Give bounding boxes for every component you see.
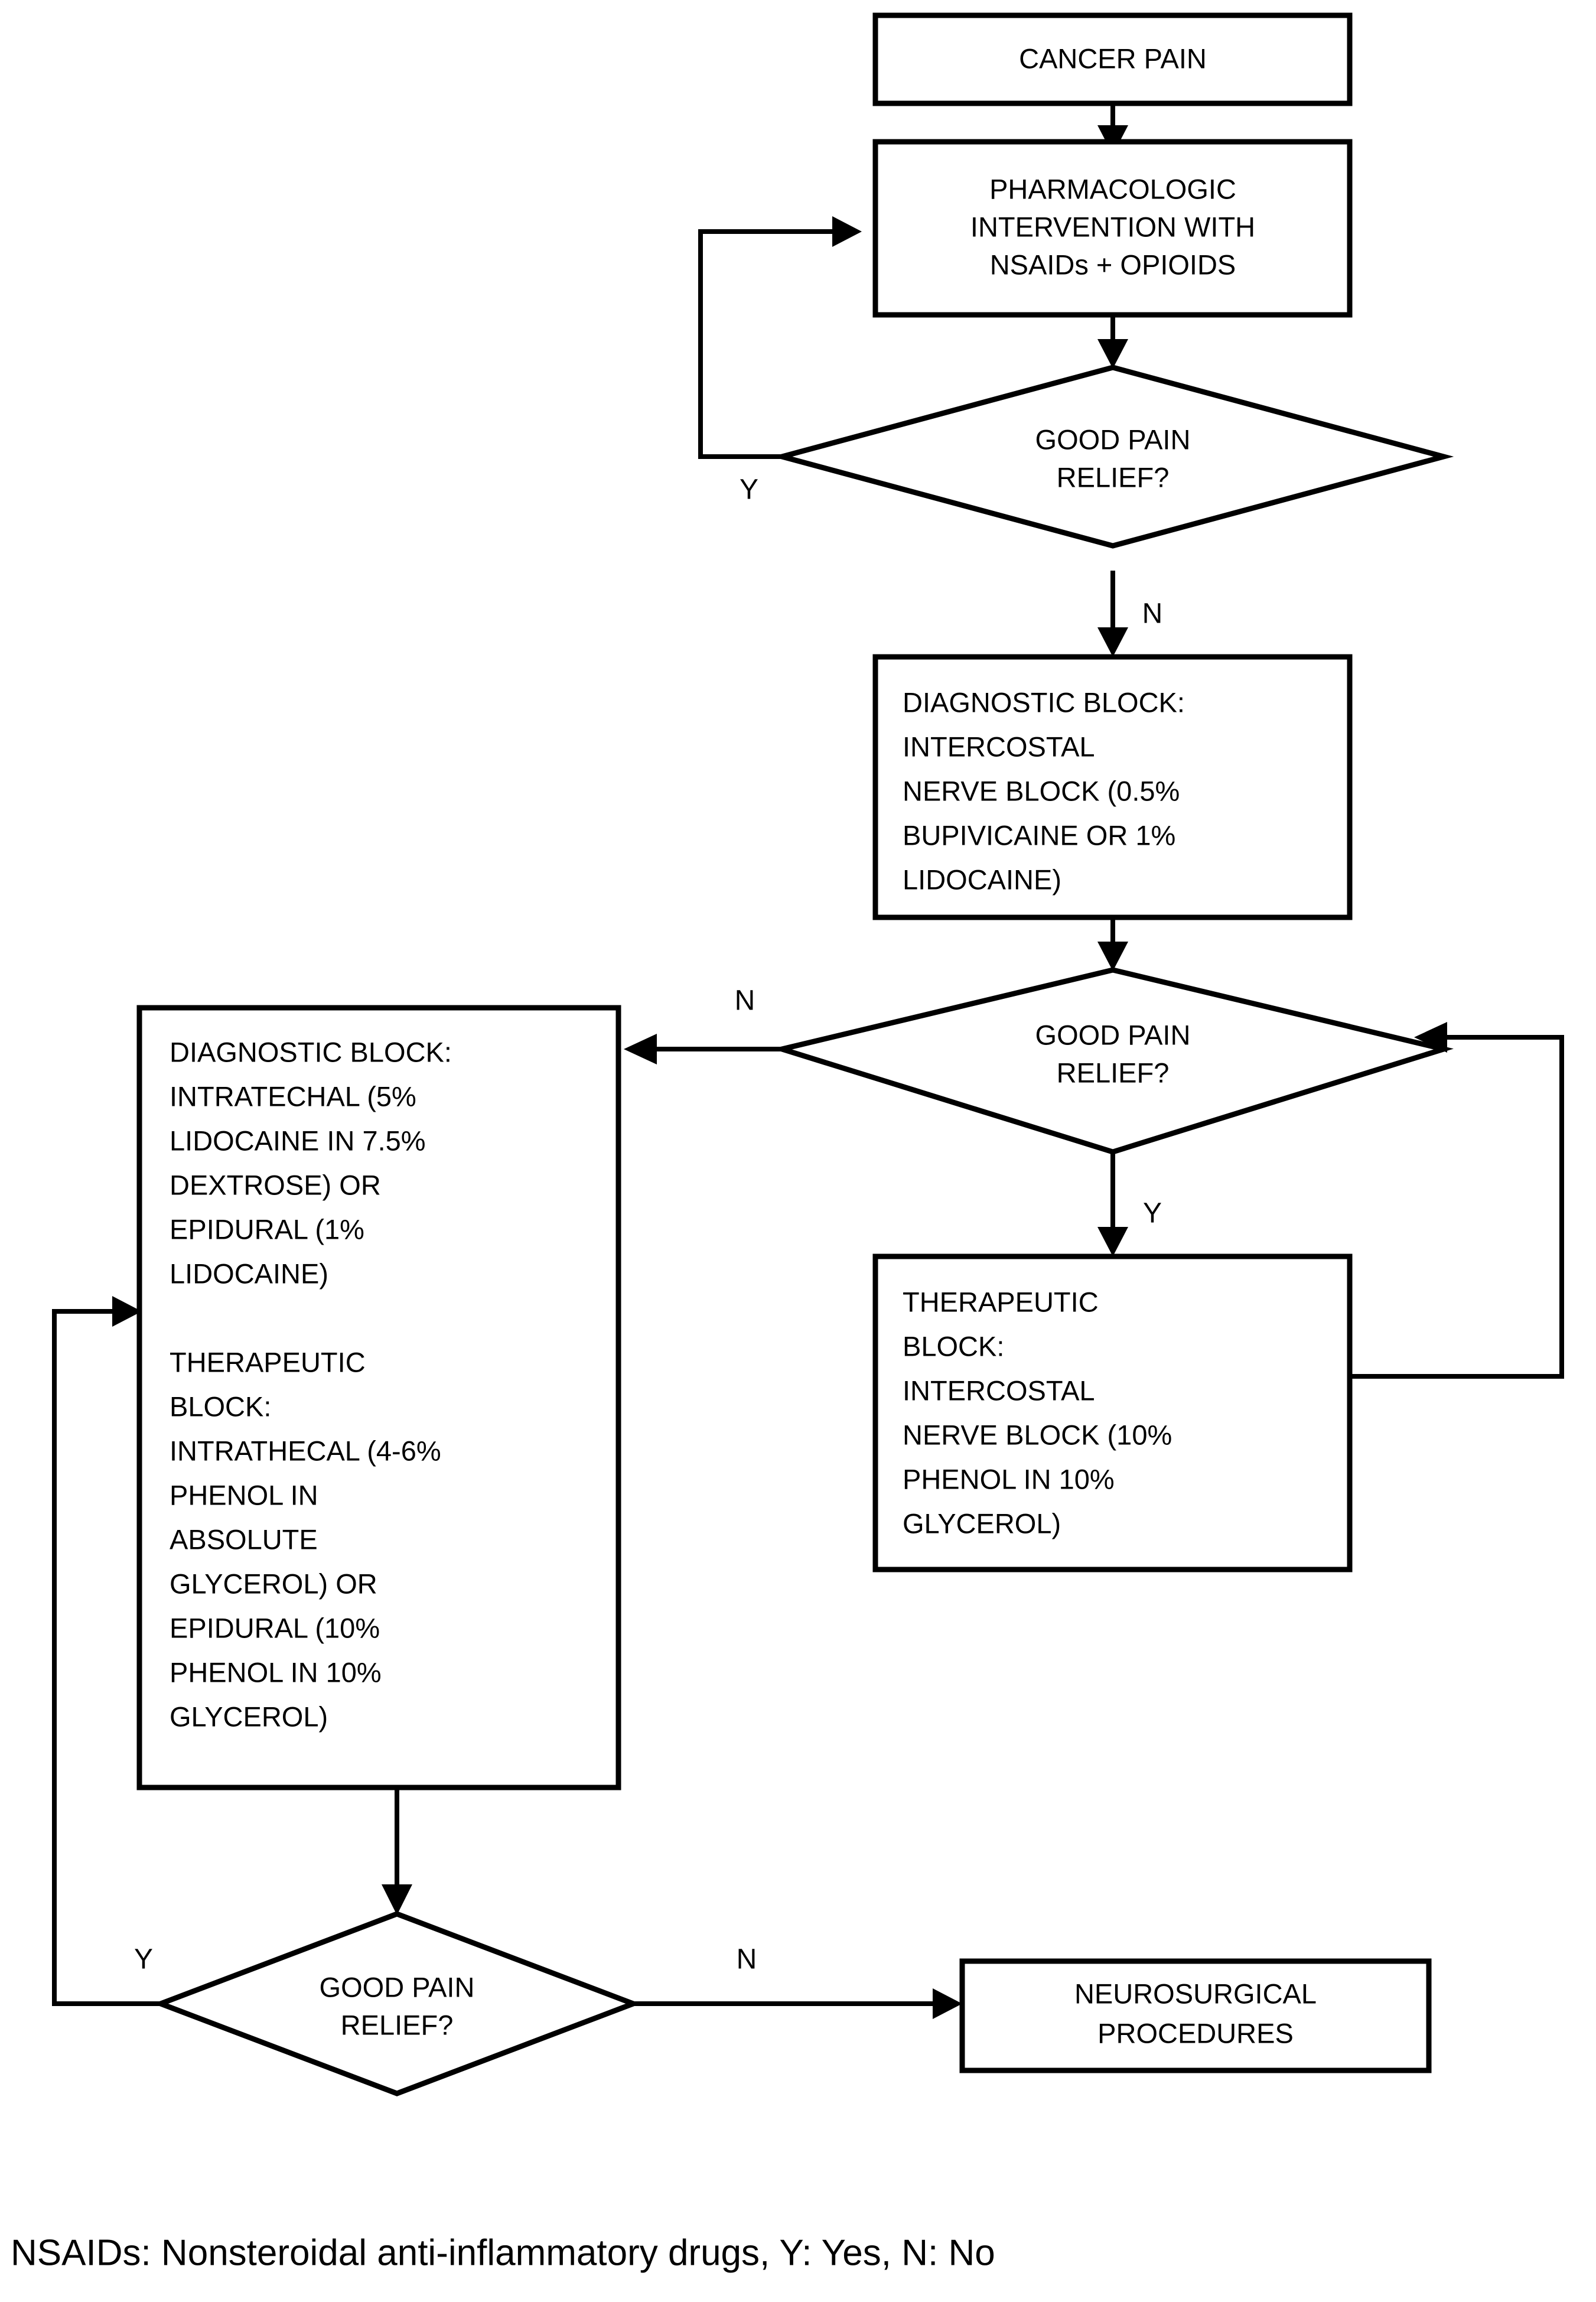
node-label-line: EPIDURAL (1% xyxy=(170,1213,364,1245)
node-label-line: GLYCEROL) xyxy=(903,1507,1061,1539)
node-diagnostic-block-intercostal[interactable]: DIAGNOSTIC BLOCK: INTERCOSTAL NERVE BLOC… xyxy=(872,654,1353,920)
node-shape-rectangle xyxy=(872,139,1353,318)
node-label-line: PHARMACOLOGIC xyxy=(989,173,1236,204)
node-label-line: DIAGNOSTIC BLOCK: xyxy=(170,1036,452,1067)
node-label-line: INTRATECHAL (5% xyxy=(170,1080,416,1112)
node-pharmacologic-intervention[interactable]: PHARMACOLOGIC INTERVENTION WITH NSAIDs +… xyxy=(872,139,1353,318)
node-label-line: PROCEDURES xyxy=(1097,2017,1294,2049)
node-label-line: INTRATHECAL (4-6% xyxy=(170,1435,441,1466)
edge-neuraxial-to-decision3 xyxy=(382,1787,412,1915)
node-label-line: CANCER PAIN xyxy=(1019,43,1207,74)
legend-abbreviations: NSAIDs: Nonsteroidal anti-inflammatory d… xyxy=(11,2232,995,2273)
node-label-line: INTERCOSTAL xyxy=(903,1375,1095,1406)
node-label-line: ABSOLUTE xyxy=(170,1523,318,1555)
node-label-line: GLYCEROL) xyxy=(170,1701,328,1732)
edge-decision3-yes-loop xyxy=(52,1296,161,2006)
edge-label-decision1-no: N xyxy=(1142,598,1163,630)
arrowhead-icon xyxy=(1097,1227,1128,1256)
node-label-line: INTERVENTION WITH xyxy=(970,211,1255,242)
edge-line xyxy=(698,229,836,459)
arrowhead-icon xyxy=(1097,339,1128,369)
node-shape-diamond xyxy=(153,1911,641,2096)
edge-decision3-no-to-neurosurgical xyxy=(633,1988,962,2019)
edge-label-decision3-no: N xyxy=(737,1944,757,1975)
arrowhead-icon xyxy=(832,216,862,247)
node-label-line: INTERCOSTAL xyxy=(903,731,1095,762)
node-label-line: RELIEF? xyxy=(1057,461,1170,493)
node-label-line: PHENOL IN xyxy=(170,1479,318,1510)
node-label-line: THERAPEUTIC xyxy=(903,1286,1099,1317)
node-label-line: PHENOL IN 10% xyxy=(170,1656,382,1688)
node-decision-good-pain-relief-1[interactable]: GOOD PAIN RELIEF? xyxy=(771,364,1454,549)
node-label-line: BLOCK: xyxy=(903,1330,1004,1362)
arrowhead-icon xyxy=(624,1034,657,1064)
arrowhead-icon xyxy=(112,1296,142,1327)
node-diagnostic-therapeutic-neuraxial[interactable]: DIAGNOSTIC BLOCK: INTRATECHAL (5% LIDOCA… xyxy=(136,1005,621,1790)
node-label-line: BLOCK: xyxy=(170,1391,271,1422)
arrowhead-icon xyxy=(933,1988,962,2019)
node-label-line: GLYCEROL) OR xyxy=(170,1568,377,1599)
node-shape-rectangle xyxy=(959,1958,1432,2073)
arrowhead-icon xyxy=(1097,942,1128,971)
node-label-line: THERAPEUTIC xyxy=(170,1346,366,1378)
edge-decision1-yes-loop xyxy=(698,216,862,459)
edge-decision1-no-to-diagnostic xyxy=(1097,571,1128,657)
edge-line xyxy=(1350,1035,1564,1379)
node-cancer-pain[interactable]: CANCER PAIN xyxy=(872,12,1353,106)
node-label-line: NSAIDs + OPIOIDS xyxy=(990,249,1236,280)
node-label-line: LIDOCAINE IN 7.5% xyxy=(170,1125,426,1156)
edge-diagnostic-to-decision2 xyxy=(1097,917,1128,971)
node-label-line: LIDOCAINE) xyxy=(903,864,1061,895)
arrowhead-icon xyxy=(1097,627,1128,657)
node-shape-rectangle xyxy=(136,1005,621,1790)
edge-therapeutic-loop-to-decision2 xyxy=(1350,1022,1564,1379)
node-label-line: BUPIVICAINE OR 1% xyxy=(903,819,1175,851)
node-shape-diamond xyxy=(772,967,1454,1155)
node-label-line: NERVE BLOCK (0.5% xyxy=(903,775,1180,806)
node-decision-good-pain-relief-3[interactable]: GOOD PAIN RELIEF? xyxy=(153,1911,641,2096)
node-label-line: NEUROSURGICAL xyxy=(1074,1978,1317,2009)
node-label-line: EPIDURAL (10% xyxy=(170,1612,380,1643)
node-neurosurgical-procedures[interactable]: NEUROSURGICAL PROCEDURES xyxy=(959,1958,1432,2073)
node-therapeutic-block-intercostal[interactable]: THERAPEUTIC BLOCK: INTERCOSTAL NERVE BLO… xyxy=(872,1253,1353,1572)
edge-label-decision2-no: N xyxy=(735,985,755,1017)
arrowhead-icon xyxy=(1414,1022,1447,1053)
node-label-line: LIDOCAINE) xyxy=(170,1258,328,1289)
node-shape-rectangle xyxy=(872,1253,1353,1572)
node-label-line: DEXTROSE) OR xyxy=(170,1169,381,1200)
node-label-line: RELIEF? xyxy=(341,2009,454,2040)
edge-decision2-yes-to-therapeutic xyxy=(1097,1153,1128,1256)
node-shape-diamond xyxy=(771,364,1454,549)
node-shape-rectangle xyxy=(872,12,1353,106)
node-shape-rectangle xyxy=(872,654,1353,920)
node-label-line: PHENOL IN 10% xyxy=(903,1463,1115,1494)
node-label-line: RELIEF? xyxy=(1057,1057,1170,1088)
edge-line xyxy=(52,1309,161,2006)
node-label-line: GOOD PAIN xyxy=(1035,424,1191,455)
arrowhead-icon xyxy=(382,1884,412,1915)
edge-label-decision1-yes: Y xyxy=(740,474,758,506)
node-decision-good-pain-relief-2[interactable]: GOOD PAIN RELIEF? xyxy=(772,967,1454,1155)
node-label-line: DIAGNOSTIC BLOCK: xyxy=(903,686,1185,718)
edge-pharmacologic-to-decision1 xyxy=(1097,315,1128,369)
node-label-line: NERVE BLOCK (10% xyxy=(903,1419,1172,1450)
node-label-line: GOOD PAIN xyxy=(1035,1019,1191,1050)
node-label-line: GOOD PAIN xyxy=(320,1971,475,2003)
edge-label-decision3-yes: Y xyxy=(134,1944,153,1975)
edge-label-decision2-yes: Y xyxy=(1143,1198,1162,1229)
